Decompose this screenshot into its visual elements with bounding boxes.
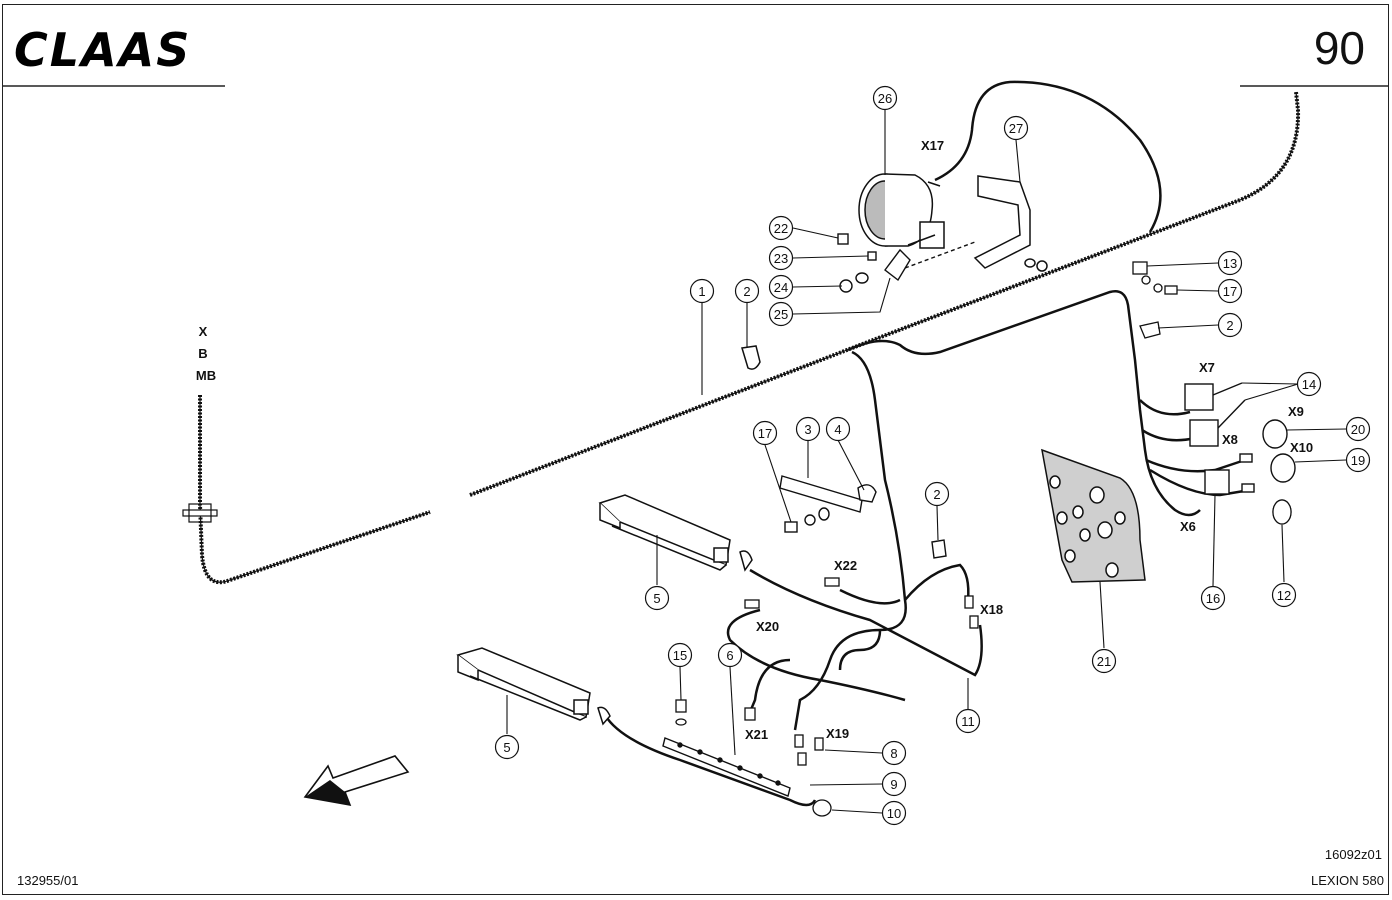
switch-assembly [1184,382,1246,495]
callout-17-middle: 17 [758,426,772,441]
callout-11: 11 [961,714,975,729]
right-hardware [1132,261,1178,339]
callout-10: 10 [887,806,901,821]
callout-5-lower: 5 [503,740,510,755]
callout-2-upper: 2 [743,284,750,299]
callout-22: 22 [774,221,788,236]
callouts [494,85,1371,826]
callout-23: 23 [774,251,788,266]
callout-24: 24 [774,280,788,295]
lower-harness [603,350,983,807]
callout-15: 15 [673,648,687,663]
main-wiring-harness [182,91,1301,585]
lamp-bracket [973,175,1048,272]
bracket-strip [779,475,877,533]
callout-2-right: 2 [1226,318,1233,333]
footer-drawing-code: 16092z01 [1325,847,1382,862]
callout-16: 16 [1206,591,1220,606]
callout-20: 20 [1351,422,1365,437]
callout-17-right: 17 [1223,284,1237,299]
small-fittings [675,577,979,817]
callout-numbers: 26 27 22 23 24 25 1 2 13 17 2 14 20 19 1… [503,91,1365,821]
connector-x19: X19 [826,726,849,741]
connector-x8: X8 [1222,432,1238,447]
seal-ring [1272,499,1292,525]
connector-x22: X22 [834,558,857,573]
callout-19: 19 [1351,453,1365,468]
callout-27: 27 [1009,121,1023,136]
page-number: 90 [1314,22,1365,74]
callout-25: 25 [774,307,788,322]
cable-clip-middle [931,539,947,559]
connector-x9: X9 [1288,404,1304,419]
callout-21: 21 [1097,654,1111,669]
work-lamp [858,173,945,249]
callout-2-middle: 2 [933,487,940,502]
lamp-cable-loop [934,80,1162,233]
callout-14: 14 [1302,377,1316,392]
light-bar-upper [598,494,753,572]
side-label-b: B [198,346,207,361]
connector-x7: X7 [1199,360,1215,375]
connector-x6: X6 [1180,519,1196,534]
connector-x18: X18 [980,602,1003,617]
connector-x20: X20 [756,619,779,634]
mounting-panel [1041,448,1146,583]
callout-3: 3 [804,422,811,437]
leader-lines [506,110,1347,814]
callout-5-upper: 5 [653,591,660,606]
callout-13: 13 [1223,256,1237,271]
lamp-mount-hardware [837,233,976,293]
cable-clip-upper [741,345,761,370]
callout-9: 9 [890,777,897,792]
callout-6: 6 [726,648,733,663]
callout-26: 26 [878,91,892,106]
callout-12: 12 [1277,588,1291,603]
connector-labels: X17 X7 X8 X9 X10 X6 X22 X18 X20 X21 X19 [745,138,1313,742]
brand-logo: CLAAS [14,23,191,77]
connector-x17: X17 [921,138,944,153]
side-label-mb: MB [196,368,216,383]
callout-1: 1 [698,284,705,299]
drawing-frame [2,4,1389,895]
callout-8: 8 [890,746,897,761]
connector-x10: X10 [1290,440,1313,455]
direction-arrow-head [305,780,350,805]
callout-4: 4 [834,422,841,437]
footer-model: LEXION 580 [1311,873,1384,888]
light-bar-lower [456,647,611,726]
connector-x21: X21 [745,727,768,742]
footer-left-code: 132955/01 [17,873,78,888]
led-strip [662,737,791,797]
side-label-x: X [199,324,208,339]
